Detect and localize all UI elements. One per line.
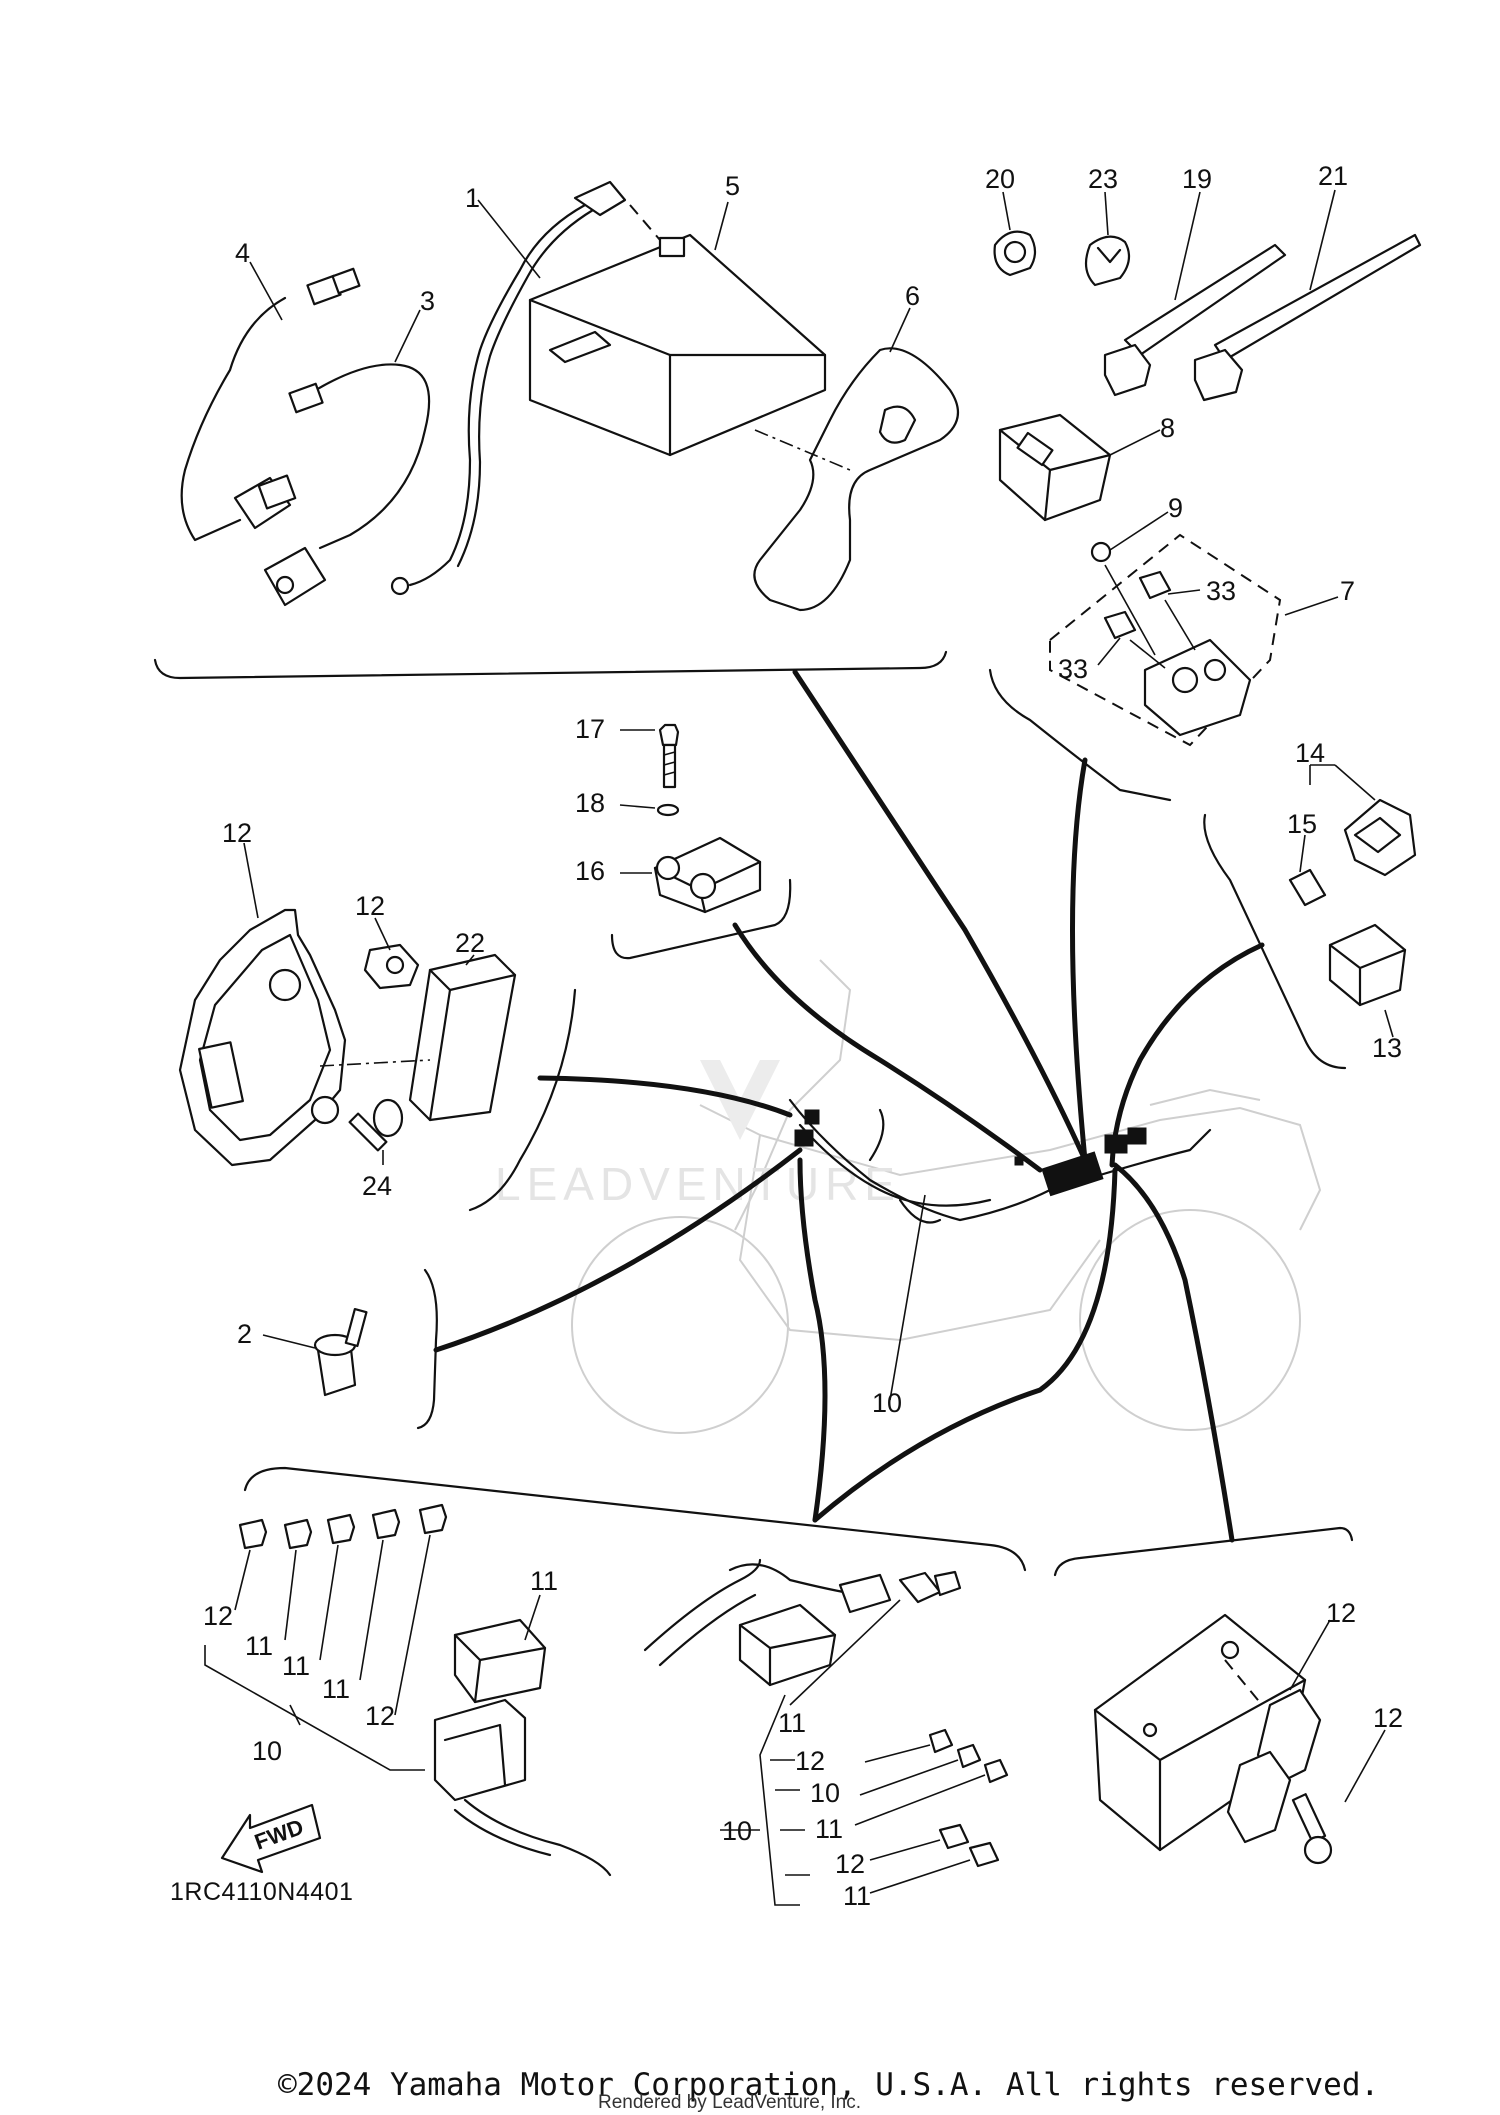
callout-9: 9 [1168, 493, 1183, 523]
callout-23: 15 [1287, 809, 1317, 839]
group-brackets [153, 650, 1354, 1577]
rendered-by-text: Rendered by LeadVenture, Inc. [598, 2092, 861, 2113]
fuse-group: 12 11 11 11 12 10 11 FWD 1RC4110N4401 [170, 1503, 612, 1906]
battery-group: 1 4 3 5 6 [180, 171, 960, 612]
callout-15: 11 [245, 1631, 273, 1661]
callout-26: 18 [575, 788, 605, 818]
callout-12-fuse-a: 12 [203, 1601, 233, 1631]
copyright-text: ©2024 Yamaha Motor Corporation, U.S.A. A… [278, 2067, 1379, 2103]
bracket-group-center: 17 18 16 [575, 714, 762, 914]
callout-6: 6 [905, 281, 920, 311]
main-harness [788, 1098, 1212, 1401]
callout-11-sub-a: 10 [810, 1778, 840, 1808]
callout-1: 1 [465, 183, 480, 213]
callout-21: 13 [1372, 1033, 1402, 1063]
callout-5: 5 [725, 171, 740, 201]
callout-7: 7 [1340, 576, 1355, 606]
callout-28: 20 [985, 164, 1015, 194]
callout-10-main: 10 [872, 1388, 902, 1418]
callout-10-sub: 10 [722, 1816, 752, 1846]
callout-13: 11 [778, 1708, 806, 1738]
sub-harness-group: 11 12 10 11 12 11 10 10 [643, 1388, 1009, 1911]
callout-11-sub-b: 11 [815, 1814, 843, 1844]
callout-31: 23 [1088, 164, 1118, 194]
callout-12-fuse-b: 12 [365, 1701, 395, 1731]
drawing-code: 1RC4110N4401 [170, 1878, 353, 1906]
callout-27: 19 [1182, 164, 1212, 194]
callout-33-lower: 33 [1058, 654, 1088, 684]
callout-2: 2 [237, 1319, 252, 1349]
callout-20: 12 [1373, 1703, 1403, 1733]
watermark-text: LEADVENTURE [495, 1158, 901, 1210]
rectifier-group: 12 12 [1093, 1598, 1403, 1865]
connector-group-right: 14 15 13 [1287, 738, 1417, 1063]
cover-group-left: 12 12 22 24 [178, 818, 517, 1201]
callout-33-upper: 33 [1206, 576, 1236, 606]
callout-29: 21 [1318, 161, 1348, 191]
callout-22: 14 [1295, 738, 1325, 768]
callout-11-fuse: 11 [322, 1674, 350, 1704]
top-right-group: 20 23 19 21 8 9 33 33 7 [985, 161, 1422, 747]
callout-4: 4 [235, 238, 250, 268]
routing-lines [433, 669, 1265, 1543]
callout-18: 12 [355, 891, 385, 921]
callout-12-sub-b: 12 [835, 1849, 865, 1879]
callout-10-fuse: 10 [252, 1736, 282, 1766]
callout-24: 16 [575, 856, 605, 886]
callout-11-sub-c: 11 [843, 1881, 871, 1911]
motorcycle-silhouette [571, 959, 1322, 1434]
callout-25: 17 [575, 714, 605, 744]
watermark: LEADVENTURE [495, 1060, 901, 1210]
fwd-arrow: FWD [220, 1803, 322, 1874]
callout-3: 3 [420, 286, 435, 316]
callout-30: 22 [455, 928, 485, 958]
callout-12-sub-a: 12 [795, 1746, 825, 1776]
sensor-group: 2 [237, 1307, 368, 1397]
callout-32: 24 [362, 1171, 392, 1201]
callout-14: 11 [282, 1651, 310, 1681]
callout-8: 8 [1160, 413, 1175, 443]
callout-17: 12 [222, 818, 252, 848]
callout-19: 12 [1326, 1598, 1356, 1628]
callout-16: 11 [530, 1566, 558, 1596]
